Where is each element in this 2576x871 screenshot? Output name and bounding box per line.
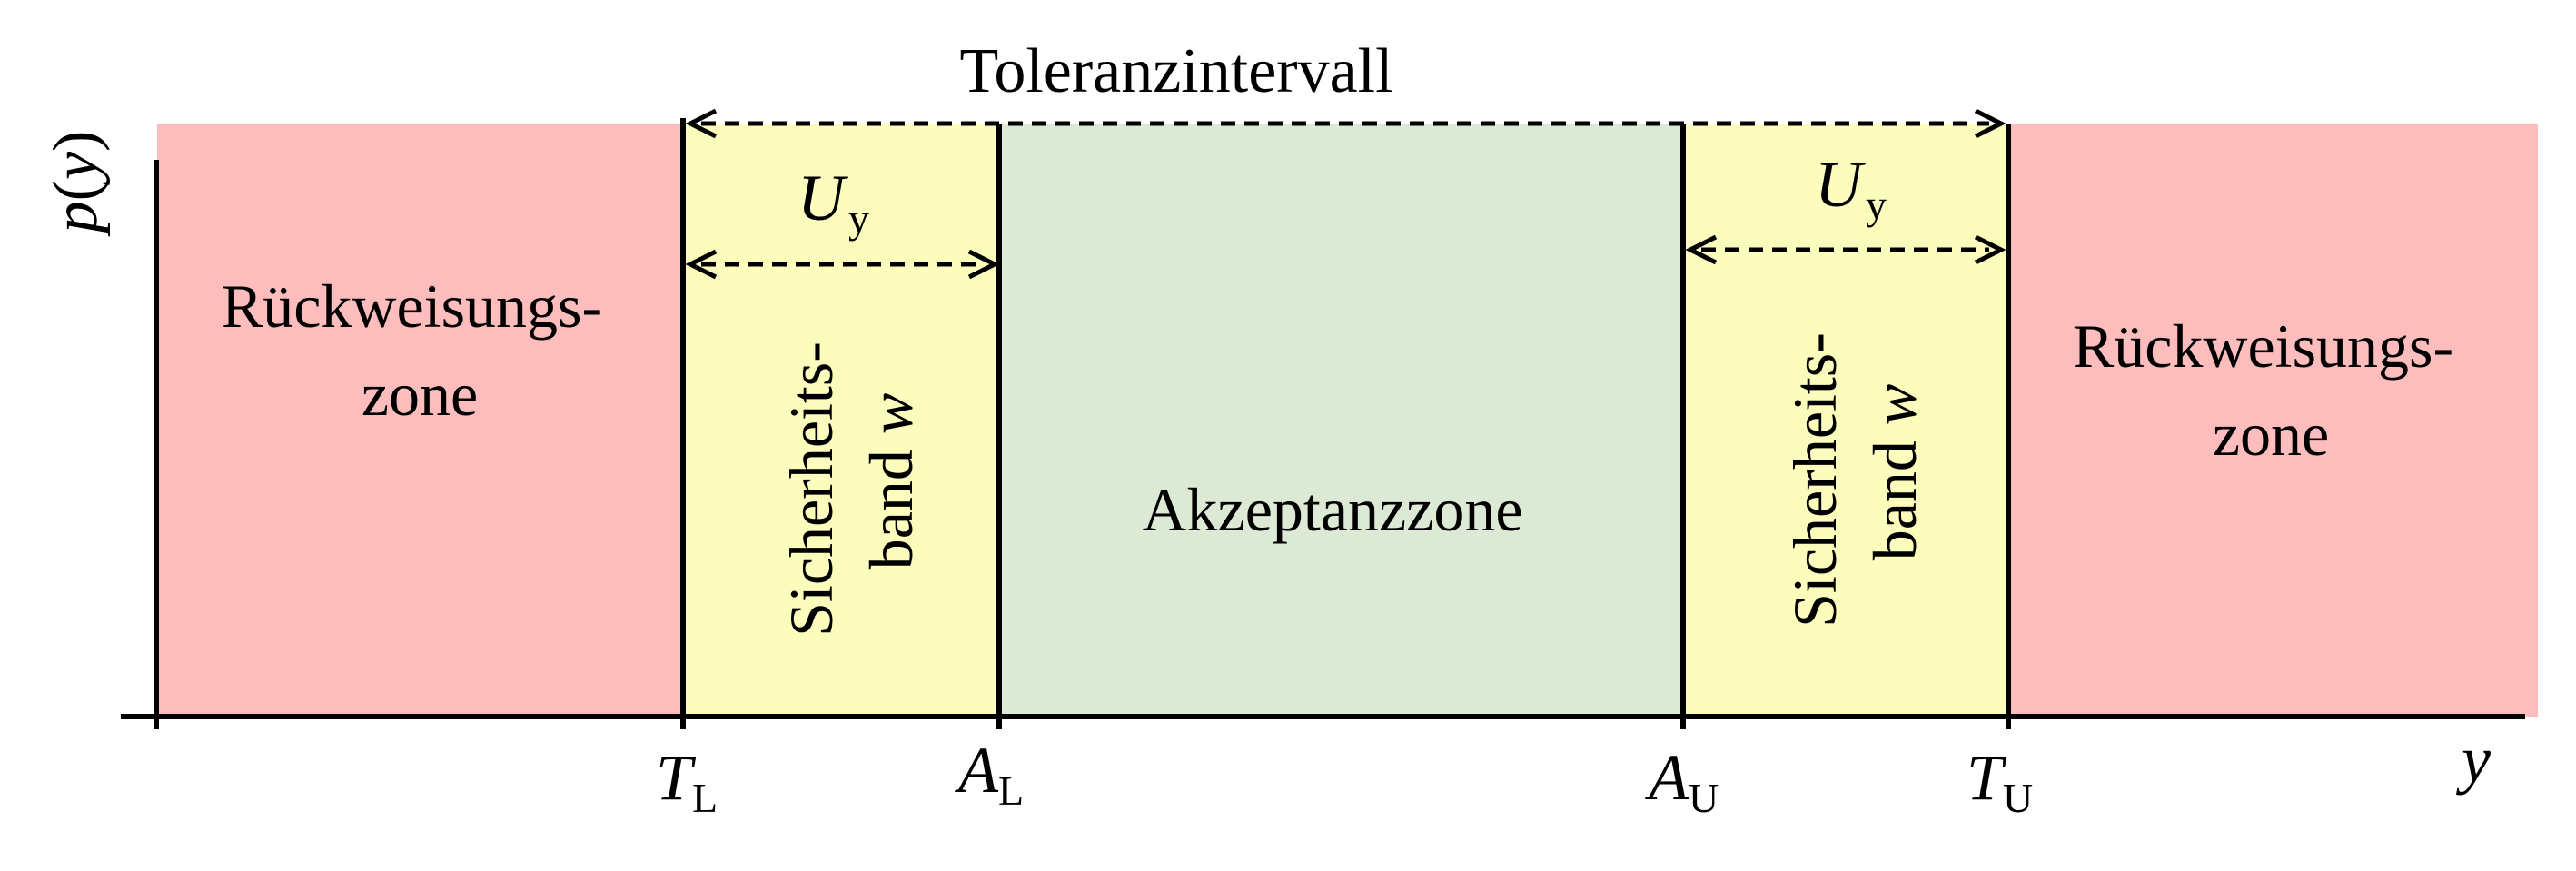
right-rejection-label: Rückweisungs- zone	[2073, 312, 2469, 469]
acceptance-zone-label: Akzeptanzzone	[1142, 475, 1522, 544]
acceptance-zone	[999, 124, 1683, 717]
tick-label-AU: AU	[1645, 741, 1719, 821]
uncertainty-arrow-right	[1685, 234, 2006, 265]
left-guard-band-label: Sicherheits- band w	[777, 326, 926, 637]
x-axis-label: y	[2455, 723, 2491, 796]
right-guard-band	[1683, 124, 2008, 717]
uncertainty-label-right: Uy	[1815, 148, 1887, 228]
right-guard-band-label: Sicherheits- band w	[1780, 317, 1929, 628]
y-axis-label: p(y)	[41, 131, 111, 238]
uncertainty-label-left: Uy	[798, 162, 869, 242]
tolerance-interval-title: Toleranzintervall	[959, 36, 1392, 106]
tick-label-TU: TU	[1967, 741, 2033, 821]
left-guard-band	[683, 124, 999, 717]
right-rejection-zone	[2008, 124, 2538, 717]
tick-label-AL: AL	[955, 734, 1024, 814]
left-rejection-label: Rückweisungs- zone	[222, 272, 618, 429]
left-rejection-zone	[157, 124, 683, 717]
uncertainty-arrow-left	[685, 249, 1000, 280]
tick-label-TL: TL	[656, 741, 718, 821]
tolerance-interval-arrow	[685, 108, 2006, 139]
